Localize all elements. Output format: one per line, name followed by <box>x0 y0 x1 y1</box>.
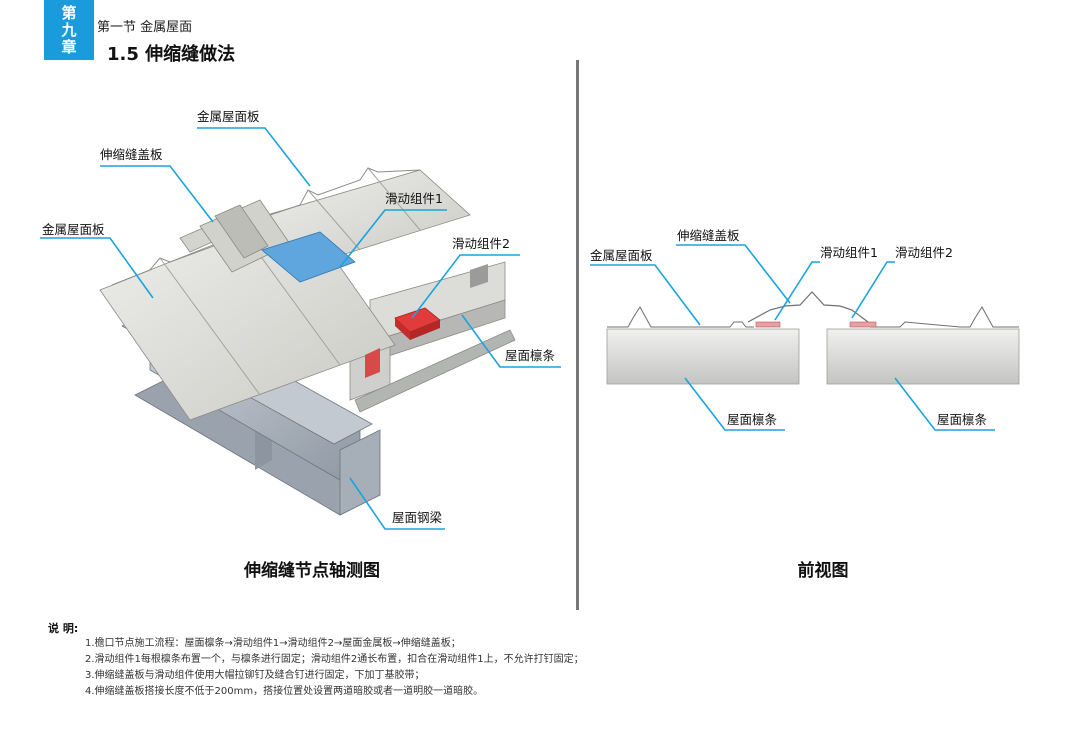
metal-roof-panel-profile-right <box>870 306 1019 328</box>
axonometric-caption: 伸缩缝节点轴测图 <box>244 561 380 581</box>
axonometric-drawing: 金属屋面板 伸缩缝盖板 滑动组件1 金属屋面板 滑动组件2 屋面檩条 屋面钢梁 <box>40 109 561 530</box>
label-front-expansion-cover-plate: 伸缩缝盖板 <box>677 228 740 243</box>
chapter-tab-char: 第 <box>61 3 77 22</box>
front-view-caption: 前视图 <box>797 561 849 581</box>
note-item: 2.滑动组件1每根檩条布置一个，与檩条进行固定；滑动组件2通长布置，扣合在滑动组… <box>85 654 584 665</box>
label-front-sliding-component-2: 滑动组件2 <box>895 245 953 260</box>
sliding-component-2-front <box>849 321 877 328</box>
leader-line <box>851 261 895 319</box>
metal-roof-panel-profile-left <box>607 306 754 328</box>
label-front-sliding-component-1: 滑动组件1 <box>820 245 878 260</box>
notes-heading: 说 明: <box>48 622 79 635</box>
leader-line <box>590 264 701 326</box>
note-item: 3.伸缩缝盖板与滑动组件使用大帽拉铆钉及缝合钉进行固定，下加丁基胶带； <box>85 670 425 681</box>
note-item: 4.伸缩缝盖板搭接长度不低于200mm，搭接位置处设置两道暗胶或者一道明胶一道暗… <box>85 686 484 697</box>
vertical-divider <box>576 60 579 610</box>
front-view-drawing: 伸缩缝盖板 金属屋面板 滑动组件1 滑动组件2 屋面檩条 屋面檩条 <box>590 228 1020 431</box>
leader-line <box>100 165 214 223</box>
leader-line <box>676 244 791 304</box>
label-sliding-component-2: 滑动组件2 <box>452 236 510 251</box>
chapter-tab: 第 九 章 <box>44 0 94 60</box>
notes-list: 1.檐口节点施工流程：屋面檩条→滑动组件1→滑动组件2→屋面金属板→伸缩缝盖板；… <box>85 636 685 700</box>
label-steel-beam: 屋面钢梁 <box>392 510 443 525</box>
purlin-left-shape <box>606 328 800 385</box>
sliding-component-1-front <box>755 321 781 328</box>
leader-line <box>684 377 785 431</box>
label-front-purlin-right: 屋面檩条 <box>937 412 988 427</box>
section-title: 第一节 金属屋面 <box>97 20 193 35</box>
chapter-tab-char: 九 <box>61 20 77 39</box>
label-sliding-component-1: 滑动组件1 <box>385 191 443 206</box>
expansion-cover-plate-profile <box>747 291 869 323</box>
page-title: 1.5 伸缩缝做法 <box>107 44 236 65</box>
leader-line <box>461 314 561 368</box>
label-expansion-cover-plate: 伸缩缝盖板 <box>100 147 163 162</box>
label-purlin: 屋面檩条 <box>505 348 556 363</box>
leader-line <box>349 477 445 530</box>
leader-line <box>894 377 995 431</box>
purlin-right-shape <box>826 328 1020 385</box>
notes-block: 说 明: 1.檐口节点施工流程：屋面檩条→滑动组件1→滑动组件2→屋面金属板→伸… <box>48 620 584 697</box>
note-item: 1.檐口节点施工流程：屋面檩条→滑动组件1→滑动组件2→屋面金属板→伸缩缝盖板； <box>85 638 461 649</box>
leader-line <box>339 209 447 268</box>
chapter-tab-char: 章 <box>61 37 77 56</box>
label-metal-roof-panel-left: 金属屋面板 <box>42 222 105 237</box>
sliding-component-1-shape <box>261 231 356 283</box>
sliding-component-2-shape <box>394 307 441 340</box>
leader-line <box>411 254 520 319</box>
leader-line <box>774 261 820 321</box>
label-front-purlin-left: 屋面檩条 <box>727 412 778 427</box>
label-front-metal-roof-panel: 金属屋面板 <box>590 248 653 263</box>
leader-line <box>40 237 154 299</box>
leader-line <box>197 127 311 187</box>
label-metal-roof-panel-top: 金属屋面板 <box>197 109 260 124</box>
